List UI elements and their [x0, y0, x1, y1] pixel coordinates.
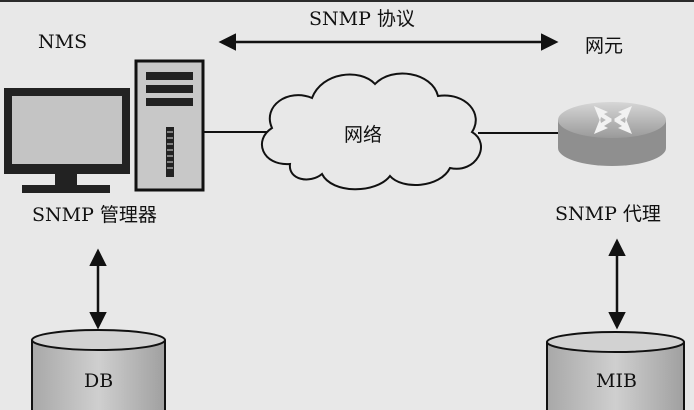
- mib-label: MIB: [596, 370, 637, 392]
- agent-label: SNMP 代理: [555, 203, 661, 225]
- network-element-label: 网元: [585, 35, 624, 57]
- manager-label: SNMP 管理器: [32, 204, 157, 226]
- network-label: 网络: [344, 124, 383, 146]
- db-label: DB: [84, 370, 114, 392]
- protocol-label: SNMP 协议: [309, 8, 415, 30]
- router-icon: [558, 102, 666, 166]
- mib-cylinder-icon: [546, 331, 685, 410]
- database-cylinder-icon: [31, 329, 166, 410]
- cloud-icon: [261, 72, 482, 191]
- server-tower-icon: [134, 59, 205, 192]
- nms-label: NMS: [38, 31, 88, 53]
- desktop-monitor-icon: [4, 88, 130, 193]
